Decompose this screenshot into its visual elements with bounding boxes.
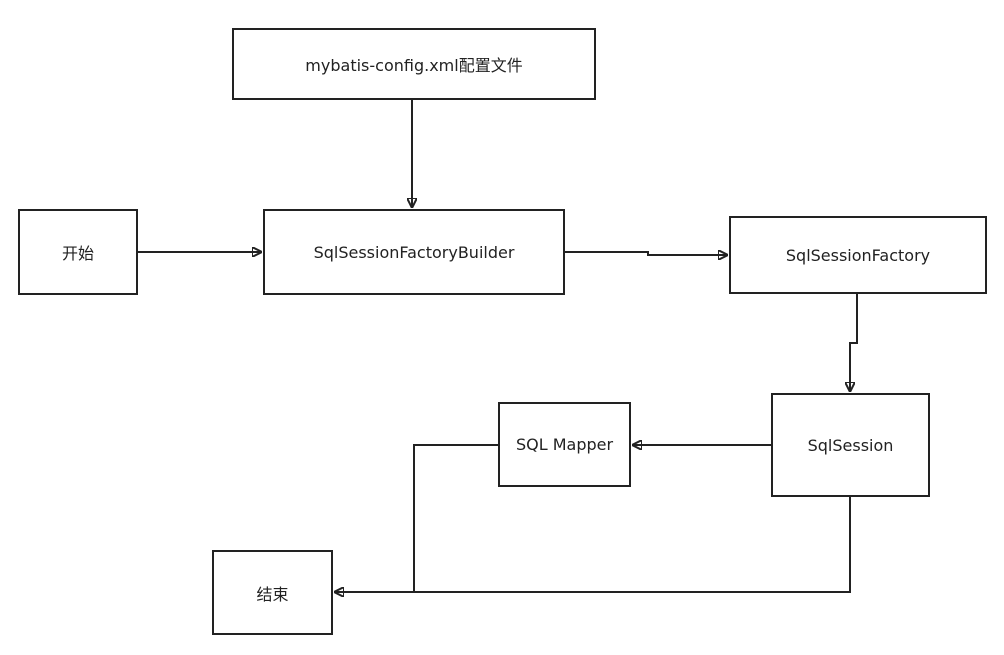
edge-factory-to-session	[850, 294, 858, 391]
sql-mapper-label: SQL Mapper	[515, 435, 614, 454]
sqlsessionfactorybuilder-node: SqlSessionFactoryBuilder	[263, 209, 565, 295]
sqlsessionfactory-label: SqlSessionFactory	[785, 245, 931, 265]
sqlsessionfactory-node: SqlSessionFactory	[729, 216, 987, 294]
start-node: 开始	[18, 209, 138, 295]
config-file-node: mybatis-config.xml配置文件	[232, 28, 596, 100]
edge-mapper-to-end	[413, 444, 498, 592]
end-node: 结束	[212, 550, 333, 635]
sql-mapper-node: SQL Mapper	[498, 402, 631, 487]
sqlsession-label: SqlSession	[807, 435, 894, 455]
end-label: 结束	[256, 584, 289, 604]
config-file-label: mybatis-config.xml配置文件	[305, 56, 523, 75]
edge-builder-to-factory	[565, 252, 727, 255]
start-label: 开始	[61, 244, 94, 263]
edge-session-to-end	[335, 497, 851, 592]
sqlsessionfactorybuilder-label: SqlSessionFactoryBuilder	[313, 242, 515, 262]
sqlsession-node: SqlSession	[771, 393, 930, 497]
